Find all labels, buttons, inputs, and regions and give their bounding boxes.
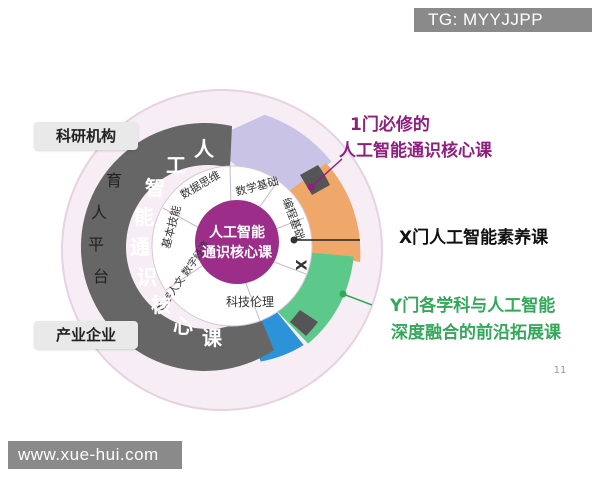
dark-connector-top bbox=[300, 165, 330, 195]
outer-char: 核 bbox=[151, 293, 171, 317]
outer-char: 通 bbox=[130, 235, 150, 259]
page-number: 11 bbox=[554, 365, 567, 376]
leader-dot-purple bbox=[307, 183, 315, 191]
outer-char: 工 bbox=[166, 153, 186, 177]
label-required-line2: 人工智能通识核心课 bbox=[339, 141, 492, 161]
left-char: 台 bbox=[93, 267, 109, 286]
outer-char: 人 bbox=[194, 137, 215, 161]
segment-ethics: 科技伦理 bbox=[226, 294, 274, 309]
research-institution-box: 科研机构 bbox=[34, 122, 138, 150]
leader-line-green bbox=[342, 293, 373, 306]
watermark-top: TG: MYYJJPP bbox=[414, 8, 592, 32]
outer-char: 智 bbox=[145, 176, 165, 200]
leader-dot-green bbox=[339, 290, 347, 298]
industry-enterprise-box: 产业企业 bbox=[34, 321, 138, 349]
label-frontier-line2: 深度融合的前沿拓展课 bbox=[391, 323, 561, 343]
label-literacy: X门人工智能素养课 bbox=[399, 228, 549, 248]
dark-connector-bottom bbox=[290, 310, 318, 336]
leader-line-purple bbox=[310, 158, 343, 188]
left-char: 平 bbox=[88, 235, 104, 254]
label-frontier-line1: Y门各学科与人工智能 bbox=[390, 296, 556, 316]
leader-dot-black bbox=[290, 236, 298, 244]
outer-char: 能 bbox=[134, 205, 154, 229]
left-vertical-text: 育 人 平 台 bbox=[88, 171, 122, 286]
lavender-wedge bbox=[205, 114, 332, 199]
segment-x: X bbox=[292, 260, 308, 271]
outer-char: 识 bbox=[137, 265, 157, 289]
center-title-line2: 通识核心课 bbox=[202, 244, 273, 261]
left-char: 育 bbox=[106, 171, 122, 190]
outer-char: 心 bbox=[173, 314, 193, 338]
outer-ring bbox=[80, 123, 274, 372]
label-required-line1: 1门必修的 bbox=[350, 115, 430, 135]
outer-ring-text: 人 工 智 能 通 识 核 心 课 bbox=[130, 137, 223, 350]
leader-lines bbox=[290, 158, 373, 306]
outer-char: 课 bbox=[202, 326, 223, 350]
watermark-bottom: www.xue-hui.com bbox=[8, 441, 182, 469]
center-circle bbox=[195, 200, 279, 284]
center-title-line1: 人工智能 bbox=[209, 224, 265, 241]
left-char: 人 bbox=[91, 203, 107, 222]
